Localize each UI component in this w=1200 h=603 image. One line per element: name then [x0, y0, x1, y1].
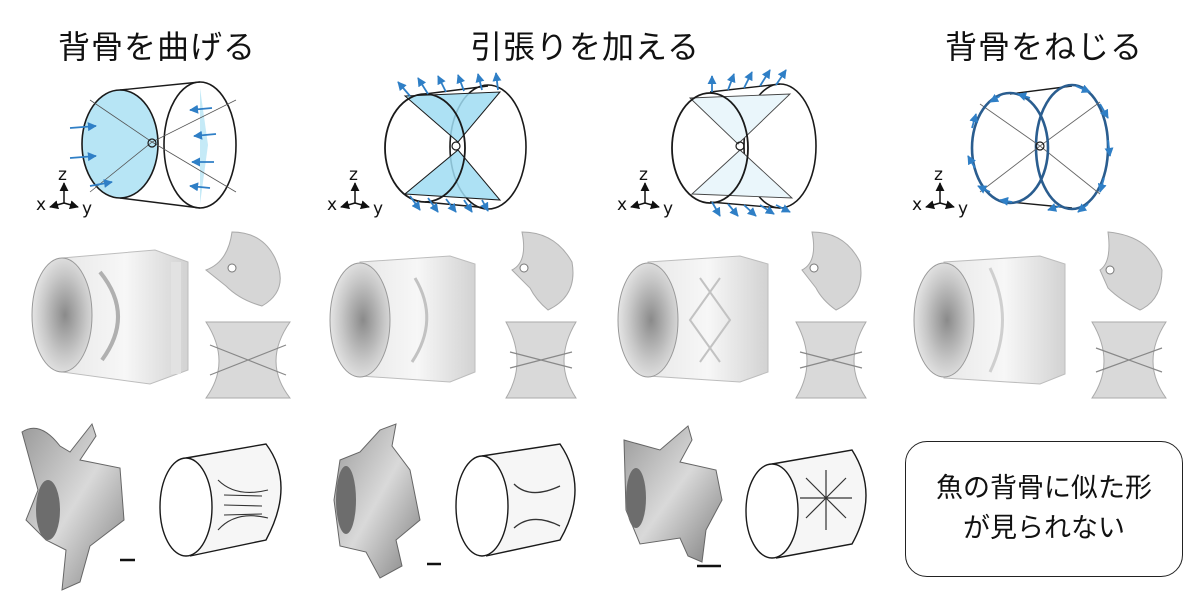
axis-z-label: z — [349, 165, 358, 185]
title-tension: 引張りを加える — [470, 28, 701, 66]
optimized-model-tension-1 — [329, 255, 476, 383]
axis-z-label: z — [934, 165, 943, 185]
optimized-model-tension-2 — [617, 255, 769, 383]
vertebra-sketch-2 — [455, 443, 576, 557]
axis-y-label: y — [82, 199, 92, 219]
note-line-1: 魚の背骨に似た形 — [936, 473, 1152, 504]
optimized-top-view-twist — [1091, 321, 1167, 399]
fish-vertebra-scan-2 — [333, 423, 421, 579]
optimized-side-view-twist — [1099, 231, 1163, 311]
title-bend: 背骨を曲げる — [58, 28, 257, 66]
fish-vertebra-scan-3 — [623, 425, 723, 563]
fish-vertebra-scan-1 — [21, 422, 125, 591]
axis-y-label: y — [663, 199, 673, 219]
optimized-top-view-tension-1 — [505, 321, 577, 399]
axis-x-label: x — [36, 195, 46, 215]
axis-triad-3: z x y — [617, 165, 673, 219]
axis-triad-4: z x y — [912, 165, 968, 219]
optimized-model-twist — [913, 255, 1066, 385]
axis-x-label: x — [617, 195, 627, 215]
bend-load-schematic — [69, 81, 237, 209]
twist-load-schematic — [967, 83, 1114, 213]
vertebra-sketch-3 — [745, 449, 867, 559]
optimized-top-view-tension-2 — [795, 321, 867, 399]
optimized-side-view-bend — [204, 231, 281, 307]
vertebra-sketch-1 — [159, 443, 282, 557]
title-twist: 背骨をねじる — [945, 28, 1144, 66]
axis-y-label: y — [958, 199, 968, 219]
note-line-2: が見られない — [963, 513, 1125, 544]
tension-load-schematic-2 — [671, 69, 817, 217]
axis-triad-2: z x y — [327, 165, 383, 219]
optimized-top-view-bend — [205, 321, 292, 399]
axis-x-label: x — [912, 195, 922, 215]
no-fish-vertebra-note: 魚の背骨に似た形 が見られない — [905, 441, 1183, 577]
axis-z-label: z — [639, 165, 648, 185]
axis-z-label: z — [58, 165, 67, 185]
tension-load-schematic-1 — [384, 72, 527, 213]
optimized-side-view-tension-2 — [801, 231, 862, 311]
axis-y-label: y — [373, 199, 383, 219]
axis-x-label: x — [327, 195, 337, 215]
axis-triad-1: z x y — [36, 165, 92, 219]
optimized-model-bend — [31, 249, 189, 385]
optimized-side-view-tension-1 — [511, 231, 574, 311]
